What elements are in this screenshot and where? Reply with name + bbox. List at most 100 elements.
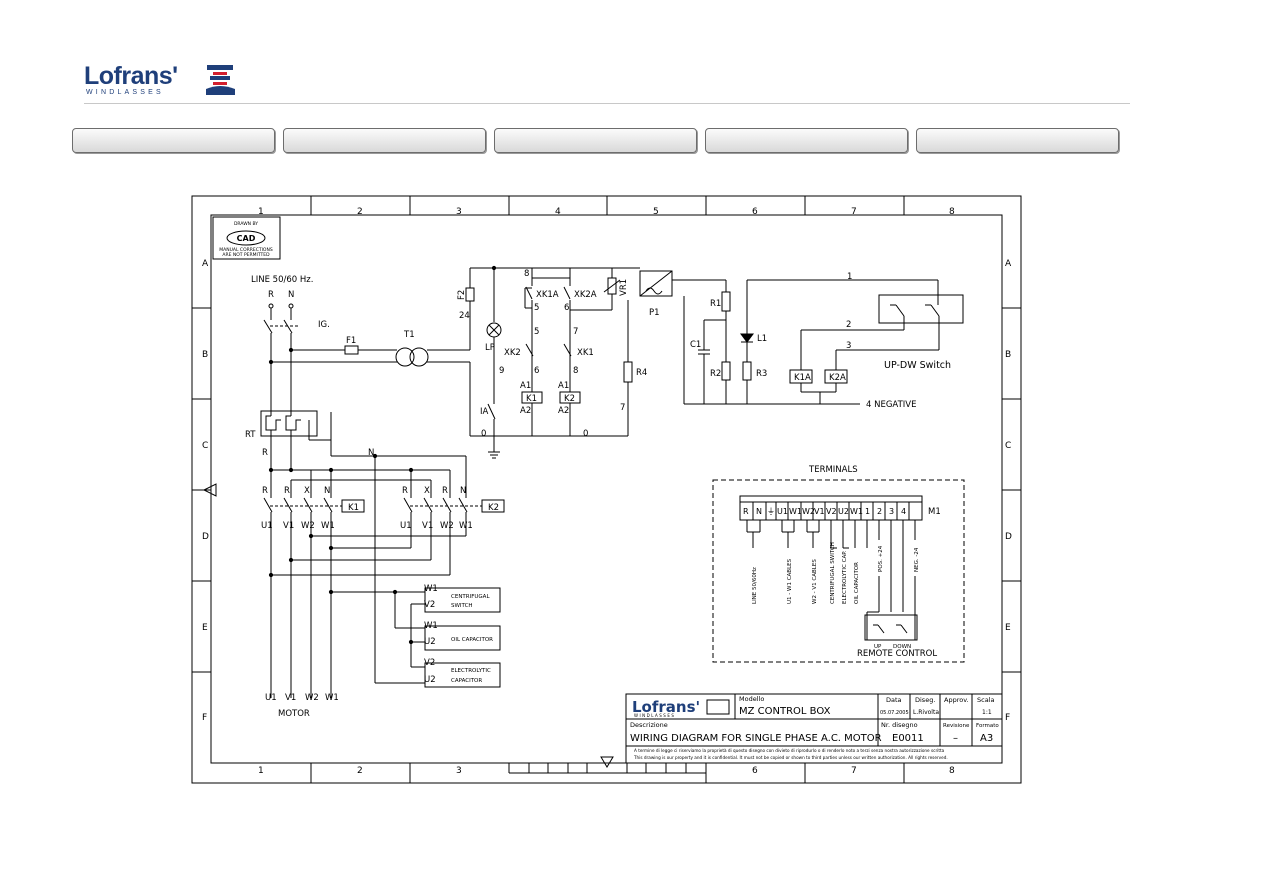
label-5a: 5 bbox=[534, 303, 539, 313]
tb-brand: Lofrans' bbox=[632, 698, 700, 716]
power-circuit bbox=[260, 410, 505, 698]
label-2: 2 bbox=[846, 320, 851, 330]
label-7a: 7 bbox=[573, 327, 578, 337]
label-u2-oil: U2 bbox=[424, 637, 436, 647]
terminals-title: TERMINALS bbox=[808, 465, 858, 475]
tb-note-it: A termine di legge ci riserviamo la prop… bbox=[634, 748, 945, 753]
brand-name: Lofrans' bbox=[84, 62, 178, 90]
term-cell-9: U2 bbox=[838, 507, 849, 516]
label-lp: LP bbox=[485, 343, 495, 353]
col-label-8-bottom: 8 bbox=[949, 766, 955, 776]
label-a2-k1: A2 bbox=[520, 406, 531, 416]
up-dw-switch-box bbox=[878, 294, 964, 324]
fuse-f1 bbox=[344, 345, 359, 355]
label-xk1: XK1 bbox=[577, 348, 594, 358]
terminals-m1: M1 bbox=[928, 507, 941, 517]
tb-scala: 1:1 bbox=[982, 709, 992, 716]
label-1: 1 bbox=[847, 272, 852, 282]
term-label-oil: OIL CAPACITOR bbox=[854, 562, 860, 604]
label-rt: RT bbox=[245, 430, 256, 440]
label-24: 24 bbox=[459, 311, 470, 321]
tb-descr-label: Descrizione bbox=[630, 721, 668, 729]
title-block bbox=[625, 693, 1003, 764]
term-label-centrifugal: CENTRIFUGAL SWITCH bbox=[830, 542, 836, 604]
label-6b: 6 bbox=[534, 366, 539, 376]
row-label-d-right: D bbox=[1005, 532, 1012, 542]
transformer-t1-secondary bbox=[409, 347, 429, 367]
label-xk2: XK2 bbox=[504, 348, 521, 358]
contactor-k2 bbox=[481, 499, 505, 513]
label-k2a: K2A bbox=[829, 373, 846, 383]
col-label-6-bottom: 6 bbox=[752, 766, 758, 776]
col-label-2: 2 bbox=[357, 207, 363, 217]
col-label-5: 5 bbox=[653, 207, 659, 217]
label-k1a: K1A bbox=[794, 373, 811, 383]
label-k1: K1 bbox=[526, 394, 537, 404]
terminal-block bbox=[712, 479, 965, 663]
label-ig: IG. bbox=[318, 320, 330, 330]
row-label-c: C bbox=[202, 441, 208, 451]
label-motor-v1: V1 bbox=[285, 693, 296, 703]
tb-modello: MZ CONTROL BOX bbox=[739, 706, 831, 717]
tab-2[interactable] bbox=[283, 128, 486, 153]
label-c1: C1 bbox=[690, 340, 701, 350]
col-label-7: 7 bbox=[851, 207, 857, 217]
label-0-left: 0 bbox=[481, 429, 486, 439]
centrifugal-switch-box bbox=[424, 587, 501, 613]
label-f1: F1 bbox=[346, 336, 356, 346]
term-cell-7: V1 bbox=[814, 507, 825, 516]
electrolytic-capacitor-box bbox=[424, 662, 501, 688]
term-cell-3: ⏚ bbox=[767, 507, 775, 516]
term-label-electrolytic: ELECTROLYTIC CAP. bbox=[842, 550, 848, 604]
col-label-8: 8 bbox=[949, 207, 955, 217]
tb-descr: WIRING DIAGRAM FOR SINGLE PHASE A.C. MOT… bbox=[630, 733, 882, 744]
label-w2-k2: W2 bbox=[440, 521, 454, 531]
label-xk1a: XK1A bbox=[536, 290, 559, 300]
label-k2: K2 bbox=[564, 394, 575, 404]
tab-4[interactable] bbox=[705, 128, 908, 153]
tb-approv-label: Approv. bbox=[944, 696, 969, 704]
label-3: 3 bbox=[846, 341, 851, 351]
label-r-top: R bbox=[268, 290, 274, 300]
oil-capacitor-box bbox=[424, 625, 501, 651]
centering-mark-left bbox=[202, 483, 217, 497]
tb-rev: – bbox=[953, 733, 958, 744]
windlass-logo-icon bbox=[206, 65, 235, 95]
label-u1-k2: U1 bbox=[400, 521, 412, 531]
term-cell-8: V2 bbox=[826, 507, 837, 516]
column-ticks bbox=[310, 196, 905, 783]
term-cell-13: 3 bbox=[889, 507, 894, 516]
label-l1: L1 bbox=[757, 334, 767, 344]
tab-5[interactable] bbox=[916, 128, 1119, 153]
label-w1-k2: W1 bbox=[459, 521, 473, 531]
row-label-e: E bbox=[202, 623, 208, 633]
resistor-r4 bbox=[623, 361, 633, 383]
label-v1-k2: V1 bbox=[422, 521, 433, 531]
tb-diseg: L.Rivolta bbox=[913, 709, 939, 716]
term-label-u1w1: U1 - W1 CABLES bbox=[787, 558, 793, 604]
tb-format: A3 bbox=[980, 733, 993, 744]
label-switch: SWITCH bbox=[451, 603, 473, 609]
stamp-line2: MANUAL CORRECTIONS bbox=[219, 247, 273, 253]
term-label-w2v1: W2 - V1 CABLES bbox=[812, 559, 818, 604]
label-n-mid: N bbox=[368, 448, 374, 458]
power-module-p1 bbox=[639, 270, 673, 297]
label-v1-k1: V1 bbox=[283, 521, 294, 531]
label-r2: R2 bbox=[710, 369, 721, 379]
term-label-line: LINE 50/60Hz bbox=[752, 567, 758, 604]
stamp-line3: ARE NOT PERMITTED bbox=[222, 252, 270, 258]
row-label-b-right: B bbox=[1005, 350, 1011, 360]
term-label-down: DOWN bbox=[893, 644, 911, 650]
contactor-k1 bbox=[341, 499, 365, 513]
label-oil-capacitor: OIL CAPACITOR bbox=[451, 637, 493, 643]
centering-mark-bottom bbox=[600, 756, 614, 768]
label-x-k2: X bbox=[424, 486, 430, 496]
col-label-3-bottom: 3 bbox=[456, 766, 462, 776]
term-label-neg: NEG. -24 bbox=[914, 547, 920, 572]
label-8b: 8 bbox=[573, 366, 578, 376]
resistor-r1 bbox=[721, 291, 731, 312]
resistor-r3 bbox=[742, 361, 752, 381]
tab-1[interactable] bbox=[72, 128, 275, 153]
tab-3[interactable] bbox=[494, 128, 697, 153]
